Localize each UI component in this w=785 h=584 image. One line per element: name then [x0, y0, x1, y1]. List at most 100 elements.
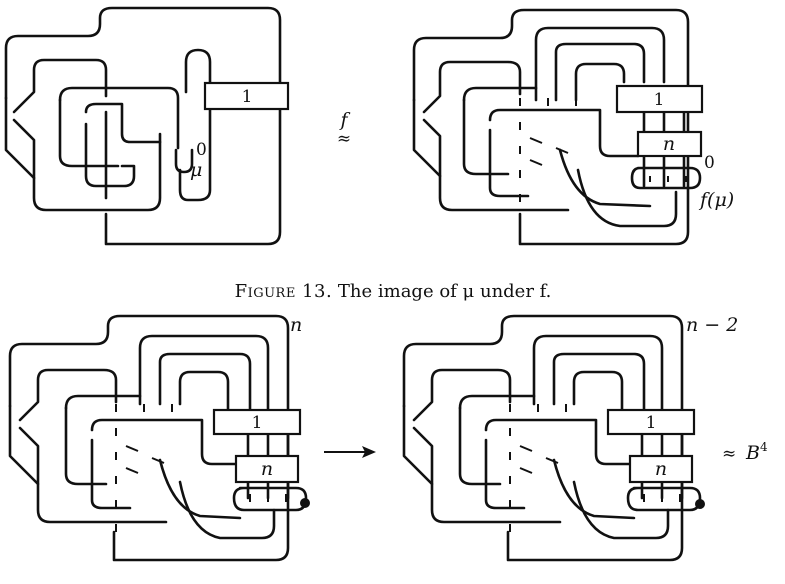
knot-strand-nest-3 [574, 62, 626, 102]
knot-strand-curve-2 [576, 168, 678, 228]
knot-strand-curve-1 [158, 458, 242, 520]
knot-strand-left-top [412, 368, 512, 422]
knot-strand-nest-3 [178, 370, 230, 412]
knot-strand-outer [412, 8, 690, 246]
handle-dot [695, 499, 705, 509]
homeomorphism-symbol: ≈ [337, 129, 351, 149]
twist-box-n [628, 454, 694, 484]
knot-strand-outer [402, 314, 684, 562]
diagram-top-right: 1 n 0 f(μ) [412, 8, 734, 246]
knot-strand-nest-2 [552, 352, 646, 412]
twist-box-n [636, 130, 703, 158]
knot-strand-left-bend [412, 98, 442, 178]
mu-label: μ [190, 159, 202, 181]
knot-strand-inner-left [458, 406, 502, 486]
twist-box-top [615, 84, 704, 114]
knot-strand-nest-1 [138, 334, 270, 412]
result-space-letter: B [745, 442, 760, 464]
framing-label: 0 [704, 153, 715, 173]
map-label-f: f [338, 109, 350, 131]
clasp-loop [626, 486, 702, 512]
caption-text: The image of μ under f. [338, 281, 552, 302]
crossing-tick [125, 467, 139, 474]
caption-figure-label: Figure 13. [235, 281, 333, 302]
knot-strand-nest-2 [158, 352, 252, 412]
diagram-top-left: 1 0 μ [4, 6, 290, 246]
knot-strand-inner-hook [84, 102, 162, 144]
knot-strand-center-left [488, 108, 640, 158]
knot-strand-right-arm [178, 108, 212, 202]
knot-strand-center-bottom [488, 128, 530, 198]
f-mu-label: f(μ) [698, 189, 734, 211]
crossing-tick [125, 445, 139, 452]
relation-top: f ≈ [337, 109, 351, 149]
knot-strand-inner-loop [64, 394, 142, 410]
knot-strand-left-bend [4, 96, 36, 180]
twist-box-n-label: n [663, 133, 675, 155]
knot-strand-bottom-left [422, 118, 570, 212]
knot-strand-curve-2 [572, 480, 670, 540]
knot-strand-outer [4, 6, 282, 246]
f-mu-curve [630, 166, 702, 190]
diagram-bottom-left: 1 n n [8, 314, 310, 562]
twist-box-top-left [203, 81, 290, 111]
crossing-tick [529, 137, 543, 144]
knot-strand-left-top [18, 368, 118, 422]
framing-label: n − 2 [686, 314, 738, 336]
twist-box-top-label: 1 [252, 413, 263, 433]
knot-strand-inner-left [462, 98, 510, 176]
knot-strand-center-left [484, 418, 632, 466]
mu-small-loop [174, 148, 194, 174]
diagram-bottom-right: 1 n n − 2 [402, 314, 738, 562]
transition-arrow [324, 446, 376, 458]
result-relation: ≈ B4 [722, 440, 768, 464]
knot-strand-bottom-left [412, 426, 562, 524]
knot-strand-curve-2 [178, 480, 276, 540]
crossing-tick [545, 457, 559, 464]
crossing-tick [519, 467, 533, 474]
knot-strand-left-top [422, 60, 522, 114]
knot-strand-nest-1 [534, 26, 666, 102]
knot-strand-outer [8, 314, 290, 562]
knot-strand-left-top [12, 58, 108, 114]
twist-box-top [606, 408, 696, 436]
clasp-loop [232, 486, 308, 512]
framing-label: 0 [196, 140, 207, 160]
knot-strand-inner-loop [58, 86, 180, 150]
knot-strand-curve-1 [558, 148, 652, 208]
knot-strand-inner-bottom [84, 122, 136, 188]
twist-box-n [234, 454, 300, 484]
knot-strand-inner-loop [462, 86, 538, 102]
knot-strand-center-bottom [484, 438, 526, 510]
knot-strand-curve-1 [552, 458, 636, 520]
knot-strand-center-bottom [90, 438, 132, 510]
knot-strand-inner-left [58, 98, 120, 168]
crossing-tick [555, 147, 569, 154]
caption-line: Figure 13. The image of μ under f. [235, 281, 552, 302]
knot-strand-nest-3 [572, 370, 624, 412]
knot-strand-bottom-left [12, 118, 162, 212]
knot-strand-nest-1 [532, 334, 664, 412]
framing-label: n [290, 314, 302, 336]
crossing-tick [151, 457, 165, 464]
twist-box-top-label: 1 [646, 413, 657, 433]
crossing-tick [519, 445, 533, 452]
twist-box-top-label: 1 [654, 90, 665, 110]
crossing-tick [529, 159, 543, 166]
knot-strand-left-bend [402, 404, 434, 486]
arrow-head [362, 446, 376, 458]
twist-box-top [212, 408, 302, 436]
result-superscript: 4 [760, 440, 768, 454]
twist-box-n-label: n [261, 458, 273, 480]
result-space: B4 [745, 440, 768, 464]
twist-box-n-label: n [655, 458, 667, 480]
knot-strand-center-left [90, 418, 238, 466]
result-symbol: ≈ [722, 444, 736, 464]
twist-box-label: 1 [242, 87, 253, 107]
figure-caption: Figure 13. The image of μ under f. [235, 281, 552, 302]
knot-strand-tall-arm [184, 48, 212, 94]
knot-strand-bottom-left [18, 426, 168, 524]
handle-dot [300, 498, 310, 508]
